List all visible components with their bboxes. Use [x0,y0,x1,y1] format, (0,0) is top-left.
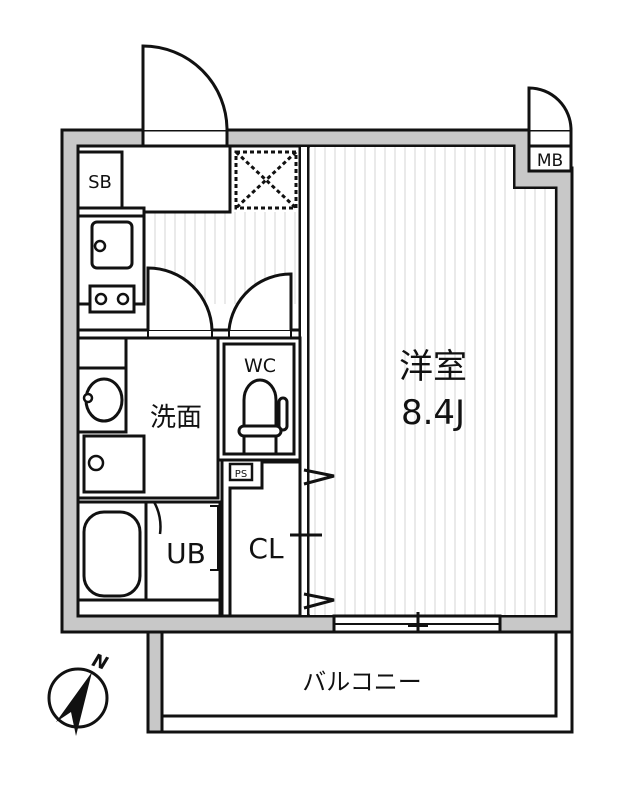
western-room-name: 洋室 [399,347,467,387]
toilet-room: WC [216,336,302,462]
ps-label: PS [235,469,247,480]
shoe-box-label: SB [88,172,112,193]
bathtub-icon [82,510,142,598]
bath-label: UB [166,537,206,570]
meter-box-door[interactable] [527,86,573,148]
western-room: 洋室 8.4J [399,347,467,433]
washroom: 洗面 [76,336,220,500]
refrigerator-space [234,150,298,210]
meter-box: MB [527,144,573,173]
wc-label: WC [244,355,276,377]
entrance-door[interactable] [141,44,229,148]
toilet-icon [237,378,289,454]
north-arrow-icon: N [47,650,111,736]
balcony-label: バルコニー [302,668,422,696]
washroom-label: 洗面 [150,403,202,433]
closet-door-top[interactable] [303,468,335,486]
closet-label: CL [248,532,284,565]
unit-bath: UB [76,500,222,618]
kitchen-counter [76,206,146,314]
meter-box-label: MB [537,151,563,171]
closet: CL [228,460,322,618]
closet-door-bottom[interactable] [303,592,335,610]
shoe-box: SB [76,150,124,210]
north-label: N [89,650,110,675]
balcony: バルコニー [160,630,574,734]
western-room-size: 8.4J [401,393,465,433]
sink-icon [90,220,134,270]
